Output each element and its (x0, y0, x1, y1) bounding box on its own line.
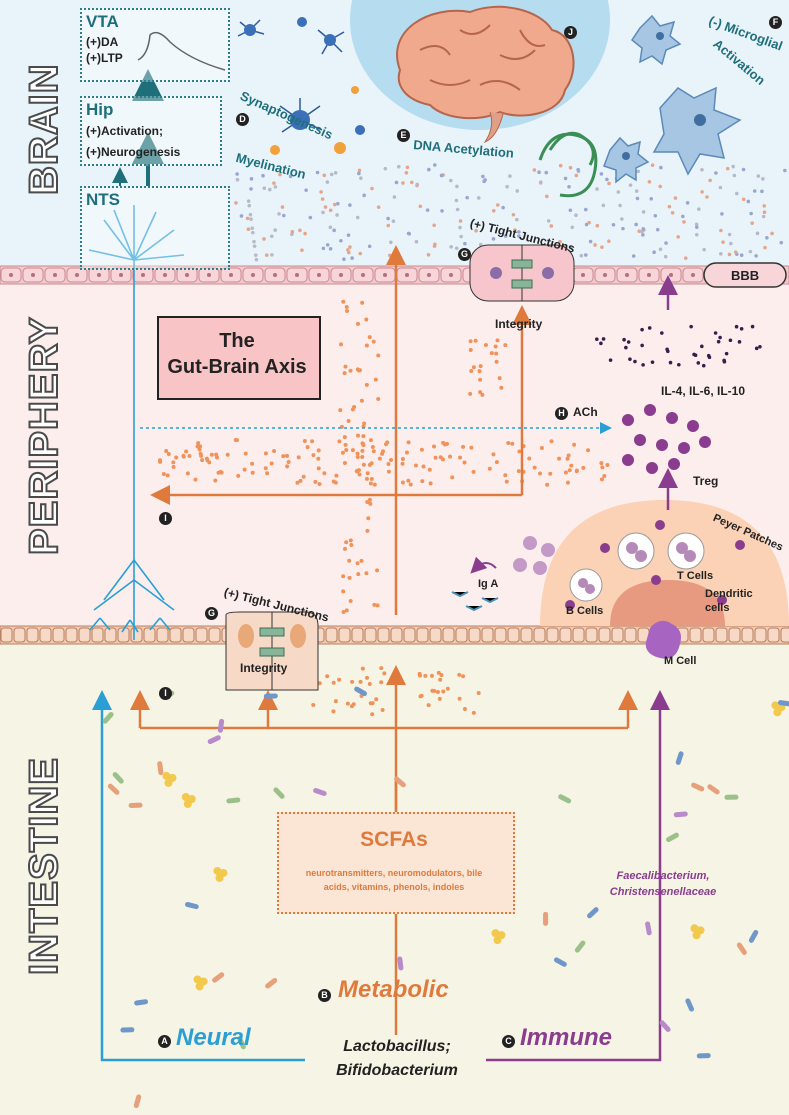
intestinal-epithelium (0, 625, 789, 645)
brain-neurons (237, 19, 345, 133)
t-cells-label: T Cells (677, 570, 714, 582)
title-line-2: Gut-Brain Axis (167, 356, 307, 378)
scfa-line-2: acids, vitamins, phenols, indoles (323, 882, 465, 892)
iga-antibodies (451, 591, 499, 612)
bbb-membrane (0, 262, 789, 288)
treg-cluster (622, 404, 711, 474)
vta-title: VTA (86, 12, 119, 31)
neural-pathway (92, 690, 305, 1062)
brain-illustration (396, 5, 575, 144)
region-label-intestine: INTESTINE (21, 756, 67, 976)
ach-label: ACh (573, 405, 598, 419)
peyer-patch (540, 500, 789, 659)
cytokine-dots (595, 324, 762, 368)
bbb-label: BBB (731, 268, 760, 283)
m-cell-label: M Cell (664, 655, 697, 667)
metabolite-dots (158, 299, 610, 717)
marker-h: H (555, 405, 568, 423)
hip-neurogenesis: (+)Neurogenesis (86, 145, 181, 159)
dopamine-curve (137, 31, 226, 71)
marker-f: F (769, 14, 782, 32)
integrity-top-label: Integrity (495, 317, 543, 331)
brain-dots (234, 163, 787, 262)
interleukins-label: IL-4, IL-6, IL-10 (661, 384, 746, 398)
vagus-neuron (88, 205, 185, 640)
dendritic-label-1: Dendritic (705, 588, 753, 600)
hip-box (80, 96, 222, 166)
nts-box (80, 186, 230, 270)
marker-g-bottom: G (205, 605, 218, 623)
tight-junction-top (469, 244, 575, 302)
scfa-line-1: neurotransmitters, neuromodulators, bile (305, 868, 483, 878)
metabolic-label: Metabolic (338, 976, 449, 1003)
tight-junction-bottom (225, 611, 319, 691)
dna-helix (538, 131, 598, 198)
marker-a: A (158, 1033, 171, 1051)
bacteria (102, 686, 789, 1109)
vta-box (80, 8, 230, 82)
marker-j: J (564, 24, 577, 42)
title-line-1: The (219, 330, 255, 352)
region-label-brain: BRAIN (21, 62, 67, 196)
region-label-periphery: PERIPHERY (21, 315, 67, 556)
marker-i-bottom: I (159, 685, 172, 703)
immune-pathway (486, 275, 678, 1062)
bifidobacterium-label: Bifidobacterium (336, 1062, 458, 1079)
lactobacillus-label: Lactobacillus; (343, 1038, 451, 1055)
integrity-bottom-label: Integrity (240, 661, 288, 675)
marker-d: D (236, 111, 249, 129)
marker-c: C (502, 1033, 515, 1051)
marker-b: B (318, 987, 331, 1005)
m-cell (645, 620, 681, 659)
treg-label: Treg (693, 474, 719, 488)
marker-i-top: I (159, 510, 172, 528)
nts-title: NTS (86, 190, 120, 209)
marker-e: E (397, 127, 410, 145)
marker-g-top: G (458, 246, 471, 264)
faecali-label-1: Faecalibacterium, (616, 870, 710, 882)
b-cells-label: B Cells (566, 605, 604, 617)
hip-activation: (+)Activation; (86, 124, 164, 138)
title-box (157, 316, 321, 400)
iga-label: Ig A (478, 578, 499, 590)
dendritic-label-2: cells (705, 602, 730, 614)
vta-da: (+)DA (86, 35, 119, 49)
b-cells-released (470, 536, 555, 575)
neural-label: Neural (176, 1024, 251, 1051)
faecali-label-2: Christensenellaceae (609, 886, 717, 898)
immune-label: Immune (520, 1024, 613, 1051)
scfa-box (277, 812, 515, 914)
vta-ltp: (+)LTP (86, 51, 123, 65)
scfa-title: SCFAs (360, 828, 428, 851)
hip-title: Hip (86, 100, 114, 119)
